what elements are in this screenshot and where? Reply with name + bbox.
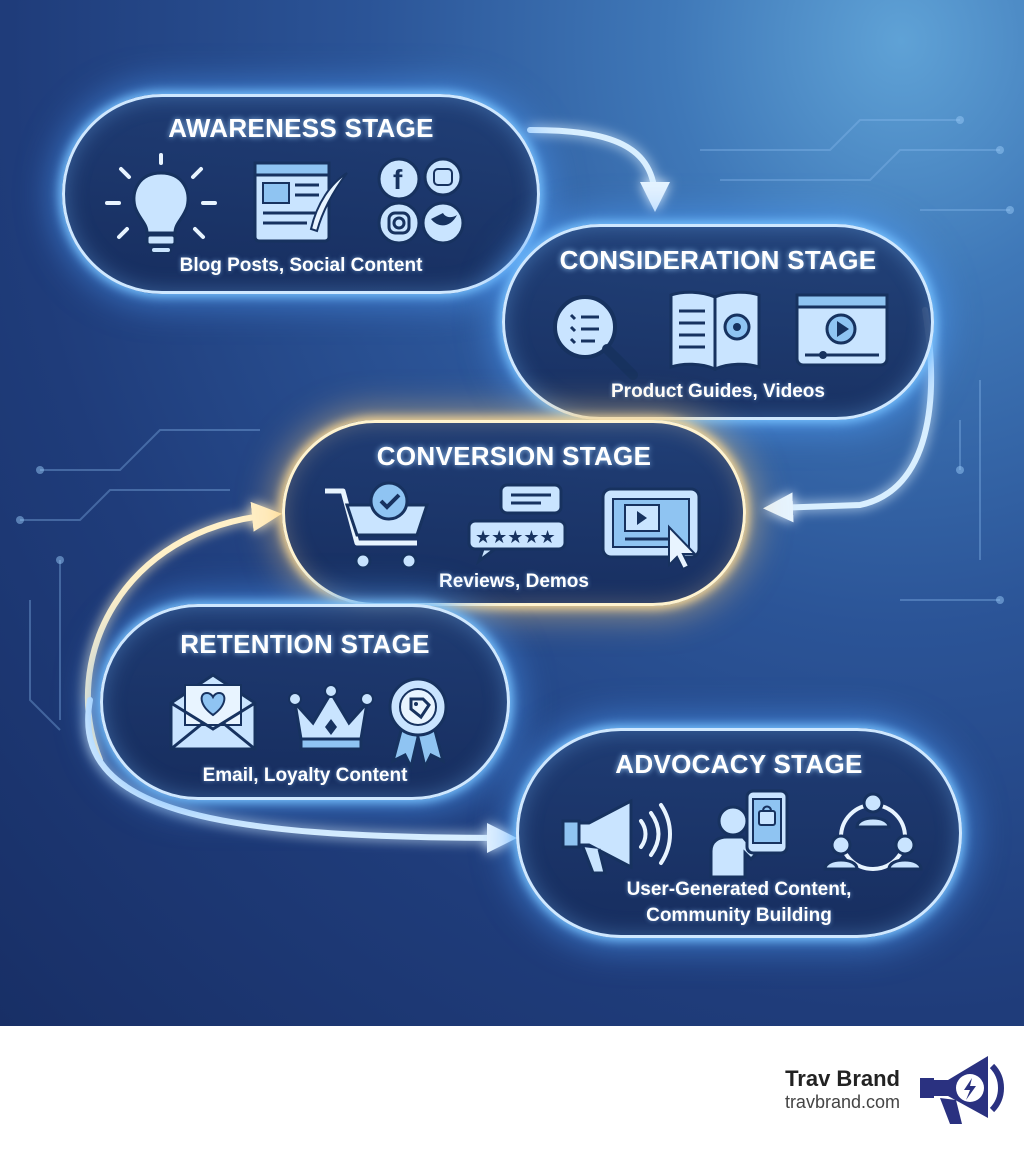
megaphone-icon <box>559 793 672 879</box>
stage-caption: Reviews, Demos <box>439 571 589 592</box>
product-guide-book-icon <box>665 287 765 377</box>
stage-retention: RETENTION STAGE Email, Loyalty Content <box>100 604 510 800</box>
brand-name: Trav Brand <box>785 1066 900 1091</box>
shopping-cart-check-icon <box>321 477 441 577</box>
review-rating-icon: ★★★★★ <box>465 481 575 571</box>
blog-article-icon <box>251 159 351 245</box>
stage-title: RETENTION STAGE <box>180 629 430 659</box>
stage-caption: Product Guides, Videos <box>611 381 825 402</box>
loyalty-badge-icon <box>383 673 453 772</box>
magnifier-checklist-icon <box>547 289 647 380</box>
arrow-awareness-to-consideration <box>527 127 670 212</box>
circuit-lines <box>20 119 1010 731</box>
stage-consideration: CONSIDERATION STAGE Product Guides, Vide… <box>502 224 934 420</box>
stage-caption: Email, Loyalty Content <box>202 765 408 786</box>
stage-caption-line-1: User-Generated Content, <box>626 879 852 900</box>
stage-title: ADVOCACY STAGE <box>615 749 863 779</box>
stage-title: CONVERSION STAGE <box>376 441 652 471</box>
brand-logo-megaphone-icon <box>918 1052 1004 1130</box>
stage-caption-line-2: Community Building <box>646 905 832 926</box>
stage-title: CONSIDERATION STAGE <box>559 245 877 275</box>
video-player-icon <box>793 291 893 371</box>
stage-caption: Blog Posts, Social Content <box>179 255 423 276</box>
brand-url: travbrand.com <box>784 1092 900 1112</box>
svg-text:f: f <box>393 164 403 195</box>
stage-advocacy: ADVOCACY STAGE User-Generated Content, C… <box>516 728 962 938</box>
social-media-icons: f <box>375 155 471 251</box>
stage-title: AWARENESS STAGE <box>168 113 434 143</box>
svg-text:★★★★★: ★★★★★ <box>475 527 556 548</box>
funnel-diagram: AWARENESS STAGE f Blog Posts, Social Con… <box>0 0 1024 1026</box>
lightbulb-icon <box>101 153 221 255</box>
love-email-envelope-icon <box>165 669 261 755</box>
stage-conversion: CONVERSION STAGE ★★★★★ Reviews, Demos <box>282 420 746 606</box>
community-network-icon <box>823 789 923 879</box>
demo-tablet-cursor-icon <box>599 483 709 573</box>
stage-awareness: AWARENESS STAGE f Blog Posts, Social Con… <box>62 94 540 294</box>
arrow-retention-to-advocacy <box>85 697 517 853</box>
crown-icon <box>288 683 375 753</box>
user-generated-content-icon <box>707 785 793 881</box>
